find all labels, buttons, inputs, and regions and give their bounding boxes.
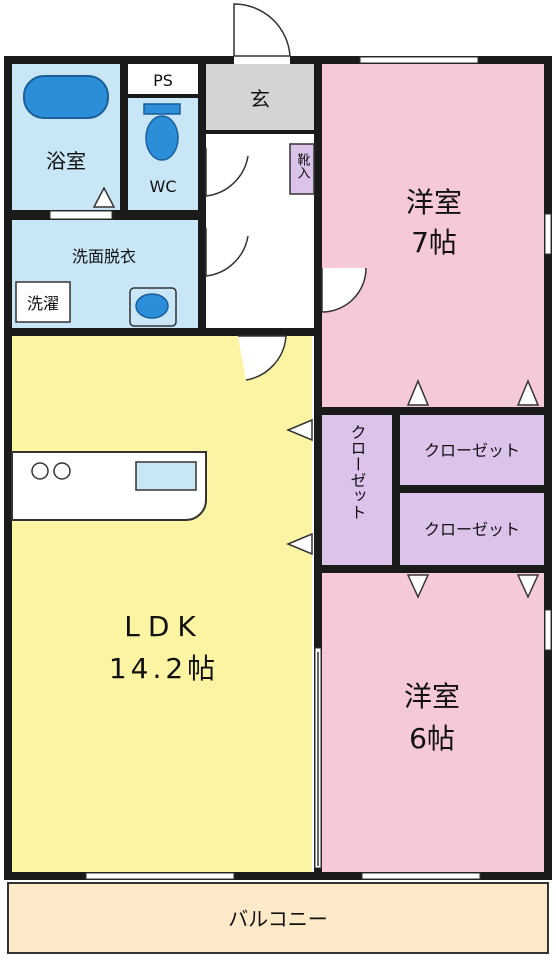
western-6-size: 6帖 bbox=[409, 722, 455, 755]
closet-upper-area bbox=[400, 415, 544, 485]
washer-box bbox=[15, 281, 71, 323]
western-6-name: 洋室 bbox=[404, 680, 460, 713]
bath-label: 浴室 bbox=[46, 149, 86, 173]
doors bbox=[205, 3, 367, 381]
western-7-name: 洋室 bbox=[406, 186, 462, 219]
burner-right-icon bbox=[53, 462, 71, 480]
kitchen-counter bbox=[11, 451, 207, 521]
entrance-label: 玄 bbox=[250, 87, 270, 111]
bath-step-icon bbox=[92, 186, 116, 208]
closet-lower-label: クローゼット bbox=[424, 520, 520, 539]
closet-vertical-label: クローゼット bbox=[348, 424, 367, 520]
toilet-icon bbox=[143, 103, 181, 161]
ldk-name: LDK bbox=[124, 610, 204, 643]
ps-area bbox=[128, 64, 198, 94]
western-7-size: 7帖 bbox=[411, 226, 457, 259]
closet-lower-area bbox=[400, 493, 544, 565]
ldk-area bbox=[12, 336, 312, 872]
western-7-area bbox=[322, 64, 544, 407]
western-6-area bbox=[322, 573, 544, 872]
sink-icon bbox=[135, 461, 197, 491]
laundry-label: 洗濯 bbox=[27, 294, 59, 313]
closet-vertical-area bbox=[322, 415, 392, 565]
burner-left-icon bbox=[31, 462, 49, 480]
washroom-label: 洗面脱衣 bbox=[72, 247, 136, 266]
wc-label: WC bbox=[150, 177, 177, 196]
bathtub-icon bbox=[23, 75, 109, 119]
ldk-size: 14.2帖 bbox=[109, 652, 219, 685]
closet-upper-label: クローゼット bbox=[424, 441, 520, 460]
ps-label: PS bbox=[153, 71, 173, 90]
entrance-area bbox=[206, 64, 314, 132]
shoe-box-icon bbox=[289, 143, 315, 195]
shoe-box-label: 靴入 bbox=[295, 153, 311, 179]
balcony-label: バルコニー bbox=[228, 907, 328, 931]
balcony-area bbox=[7, 882, 549, 954]
wash-basin-icon bbox=[129, 287, 177, 327]
closet-door-markers bbox=[286, 379, 540, 599]
